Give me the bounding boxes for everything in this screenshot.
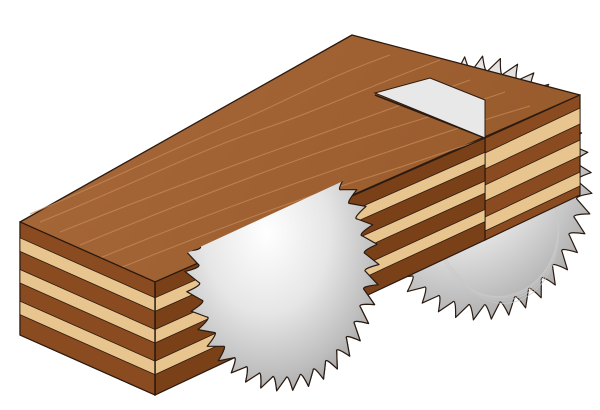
wood-grain-line [39, 59, 441, 223]
wood-grain-line [29, 54, 391, 215]
saw-slot-rear [373, 77, 486, 139]
rear-blade-sheen [463, 183, 560, 304]
plywood-board [19, 34, 581, 396]
